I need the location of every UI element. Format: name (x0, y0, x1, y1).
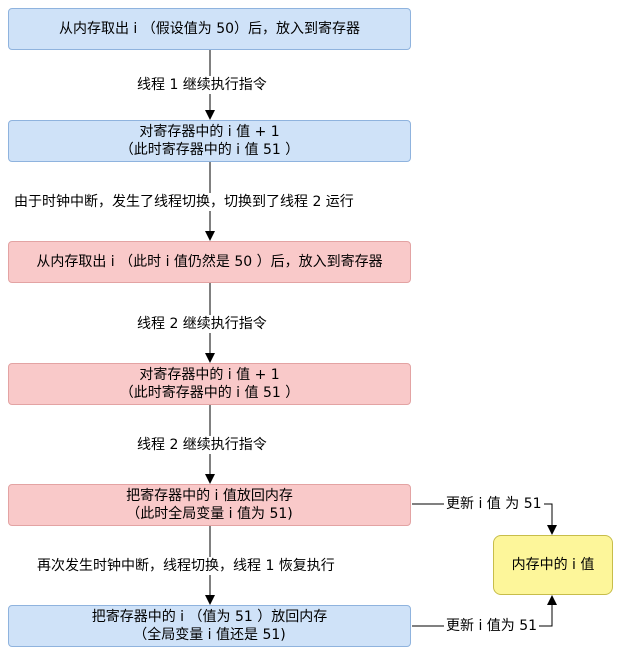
step-5-line-1: 把寄存器中的 i 值放回内存 (126, 488, 293, 504)
edge-label-3: 线程 2 继续执行指令 (135, 315, 269, 333)
step-5-box: 把寄存器中的 i 值放回内存 （此时全局变量 i 值为 51) (8, 484, 411, 526)
update-label-2: 更新 i 值为 51 (444, 617, 540, 635)
step-6-line-2: （全局变量 i 值还是 51) (133, 627, 286, 643)
edge-label-4: 线程 2 继续执行指令 (135, 436, 269, 454)
memory-value-box: 内存中的 i 值 (493, 535, 613, 595)
step-3-line-1: 从内存取出 i （此时 i 值仍然是 50 ）后，放入到寄存器 (36, 254, 383, 270)
step-1-line-1: 从内存取出 i （假设值为 50）后，放入到寄存器 (58, 21, 361, 37)
step-2-line-2: （此时寄存器中的 i 值 51 ） (119, 142, 300, 158)
edge-label-2: 由于时钟中断，发生了线程切换，切换到了线程 2 运行 (12, 193, 356, 211)
step-4-line-2: （此时寄存器中的 i 值 51 ） (119, 385, 300, 401)
edge-label-1: 线程 1 继续执行指令 (135, 76, 269, 94)
edge-label-5: 再次发生时钟中断，线程切换，线程 1 恢复执行 (35, 557, 337, 575)
step-1-box: 从内存取出 i （假设值为 50）后，放入到寄存器 (8, 8, 411, 50)
step-2-line-1: 对寄存器中的 i 值 + 1 (139, 124, 280, 140)
step-2-box: 对寄存器中的 i 值 + 1 （此时寄存器中的 i 值 51 ） (8, 120, 411, 162)
step-6-line-1: 把寄存器中的 i （值为 51 ）放回内存 (91, 609, 328, 625)
step-3-box: 从内存取出 i （此时 i 值仍然是 50 ）后，放入到寄存器 (8, 241, 411, 283)
step-4-line-1: 对寄存器中的 i 值 + 1 (139, 367, 280, 383)
step-6-box: 把寄存器中的 i （值为 51 ）放回内存 （全局变量 i 值还是 51) (8, 605, 411, 647)
memory-value-label: 内存中的 i 值 (511, 557, 595, 573)
step-5-line-2: （此时全局变量 i 值为 51) (126, 506, 293, 522)
step-4-box: 对寄存器中的 i 值 + 1 （此时寄存器中的 i 值 51 ） (8, 363, 411, 405)
update-label-1: 更新 i 值 为 51 (444, 495, 544, 513)
